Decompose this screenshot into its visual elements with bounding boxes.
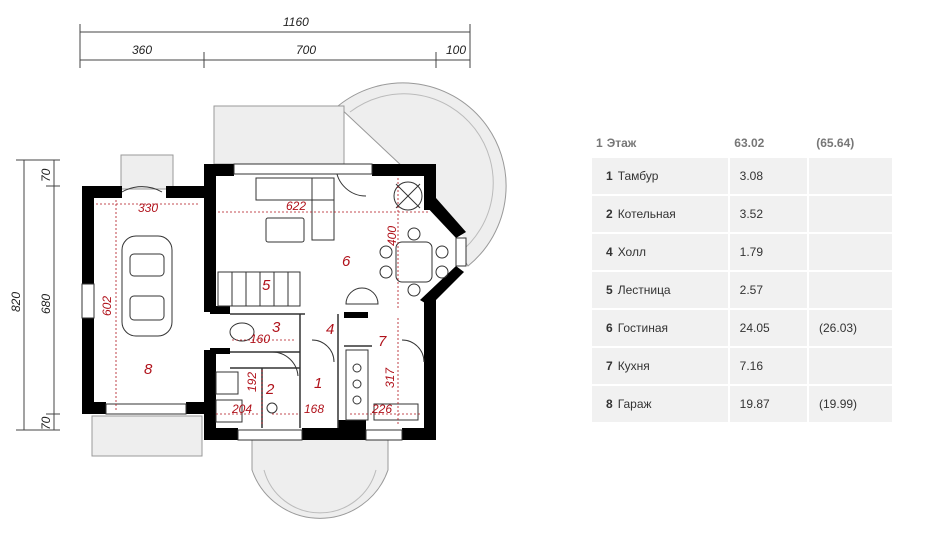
- table-header: 1 Этаж 63.02 (65.64): [592, 130, 892, 156]
- room-area-total: [809, 196, 892, 232]
- room-area-total: (26.03): [809, 310, 892, 346]
- table-row: 7 Кухня 7.16: [592, 348, 892, 384]
- room-name-cell: 2 Котельная: [592, 196, 728, 232]
- terrace-bottom: [251, 435, 389, 519]
- room-number: 1: [606, 169, 613, 183]
- table-row: 5 Лестница 2.57: [592, 272, 892, 308]
- floor-label: Этаж: [606, 136, 637, 150]
- room-area: 1.79: [729, 234, 808, 270]
- room-area: 24.05: [729, 310, 808, 346]
- garage-canopy: [120, 154, 174, 190]
- room-number-1: 1: [314, 375, 322, 392]
- room-number-8: 8: [144, 361, 153, 378]
- room-name: Гостиная: [617, 321, 669, 335]
- table-row: 2 Котельная 3.52: [592, 196, 892, 232]
- dim-overall-depth: 820: [9, 292, 23, 312]
- room-number: 6: [606, 321, 613, 335]
- inner-dim: 192: [245, 372, 259, 392]
- dim-depth-top: 70: [39, 168, 53, 182]
- room-number-4: 4: [326, 321, 334, 338]
- walls: [82, 164, 466, 440]
- room-area: 2.57: [729, 272, 808, 308]
- room-name-cell: 8 Гараж: [592, 386, 728, 422]
- car: [121, 235, 173, 337]
- floor-number: 1: [596, 136, 603, 150]
- room-number: 7: [606, 359, 613, 373]
- garage-front-apron: [91, 415, 203, 457]
- room-name: Холл: [617, 245, 646, 259]
- table-row: 8 Гараж 19.87(19.99): [592, 386, 892, 422]
- room-number-7: 7: [378, 333, 387, 350]
- room-number: 2: [606, 207, 613, 221]
- dim-overall-width: 1160: [283, 15, 309, 29]
- inner-dim: 317: [383, 367, 397, 388]
- house-floor: [210, 170, 466, 428]
- room-name-cell: 7 Кухня: [592, 348, 728, 384]
- table-row: 4 Холл 1.79: [592, 234, 892, 270]
- dim-width-mid: 700: [296, 43, 316, 57]
- staircase: [217, 271, 301, 307]
- room-name-cell: 4 Холл: [592, 234, 728, 270]
- room-name: Кухня: [617, 359, 650, 373]
- dim-width-left: 360: [132, 43, 152, 57]
- inner-dim: 330: [138, 201, 158, 215]
- room-name: Лестница: [617, 283, 671, 297]
- plant-icon: [393, 181, 423, 211]
- inner-dim: 602: [100, 296, 114, 316]
- terrace-top: [213, 105, 345, 165]
- floor-area: 63.02: [734, 136, 765, 150]
- furniture: [215, 177, 449, 423]
- table-body: 1 Тамбур 3.08 2 Котельная 3.52 4 Холл 1.79 5 Лестн…: [592, 158, 892, 422]
- room-number: 4: [606, 245, 613, 259]
- dim-width-right: 100: [446, 43, 466, 57]
- table-row: 1 Тамбур 3.08: [592, 158, 892, 194]
- dim-depth-mid: 680: [39, 294, 53, 314]
- windows: [81, 163, 467, 441]
- room-name: Гараж: [617, 397, 652, 411]
- room-area: 7.16: [729, 348, 808, 384]
- room-number: 8: [606, 397, 613, 411]
- room-number-2: 2: [265, 381, 275, 398]
- room-number-5: 5: [262, 277, 271, 294]
- room-number: 5: [606, 283, 613, 297]
- room-area-total: [809, 158, 892, 194]
- garage-floor: [94, 196, 202, 412]
- room-name: Тамбур: [617, 169, 659, 183]
- room-area-total: (19.99): [809, 386, 892, 422]
- table-row: 6 Гостиная 24.05(26.03): [592, 310, 892, 346]
- room-number-6: 6: [342, 253, 351, 270]
- room-area-total: [809, 348, 892, 384]
- floor-plan: 1160 360 700 100 820 70 680 70 330 602 6…: [9, 15, 507, 519]
- inner-dim: 622: [286, 199, 306, 213]
- room-area: 19.87: [729, 386, 808, 422]
- room-area: 3.08: [729, 158, 808, 194]
- inner-dim: 160: [250, 332, 270, 346]
- dim-depth-bottom: 70: [39, 416, 53, 430]
- room-name-cell: 1 Тамбур: [592, 158, 728, 194]
- room-area: 3.52: [729, 196, 808, 232]
- room-name-cell: 5 Лестница: [592, 272, 728, 308]
- inner-dim: 226: [371, 402, 392, 416]
- inner-dim: 400: [385, 226, 399, 246]
- inner-dimension-lines: [96, 178, 428, 426]
- room-area-total: [809, 272, 892, 308]
- inner-dim: 168: [304, 402, 324, 416]
- room-area-total: [809, 234, 892, 270]
- floor-area-total: (65.64): [816, 136, 855, 150]
- room-name: Котельная: [617, 207, 676, 221]
- room-number-3: 3: [272, 319, 281, 336]
- inner-dim: 204: [231, 402, 252, 416]
- room-name-cell: 6 Гостиная: [592, 310, 728, 346]
- dimension-lines: [16, 24, 471, 431]
